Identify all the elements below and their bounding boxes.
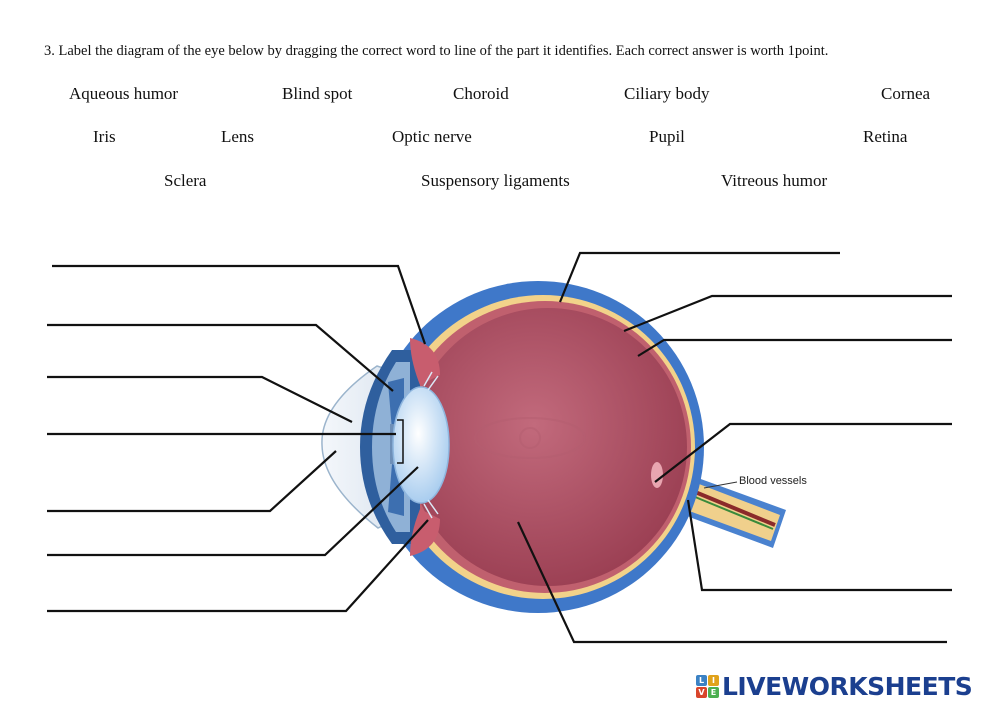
- word-optic-nerve[interactable]: Optic nerve: [392, 127, 472, 146]
- label-line-left-6[interactable]: [47, 466, 419, 557]
- brand-icon: L I V E: [696, 674, 719, 698]
- word-aqueous-humor[interactable]: Aqueous humor: [69, 84, 179, 103]
- vitreous-shape: [409, 308, 687, 586]
- word-cornea[interactable]: Cornea: [881, 84, 931, 103]
- brand-text: LIVEWORKSHEETS: [722, 671, 973, 701]
- word-blind-spot[interactable]: Blind spot: [282, 84, 353, 103]
- label-line-right-1[interactable]: [558, 251, 840, 303]
- word-vitreous-humor[interactable]: Vitreous humor: [721, 171, 828, 190]
- instruction-text: 3. Label the diagram of the eye below by…: [44, 43, 829, 59]
- label-line-left-2[interactable]: [47, 323, 394, 392]
- word-choroid[interactable]: Choroid: [453, 84, 509, 103]
- ciliary-body-shape: [410, 338, 440, 385]
- brand-logo: L I V E LIVEWORKSHEETS: [696, 670, 973, 702]
- label-line-right-6[interactable]: [517, 521, 947, 644]
- label-line-right-3[interactable]: [637, 338, 952, 357]
- word-retina[interactable]: Retina: [863, 127, 908, 146]
- label-line-left-1[interactable]: [52, 264, 427, 345]
- brand-icon-letter: E: [708, 686, 719, 698]
- word-ciliary-body[interactable]: Ciliary body: [624, 84, 710, 103]
- brand-icon-letter: L: [696, 674, 707, 686]
- blood-vessels-label: Blood vessels: [739, 475, 807, 487]
- lens-shape: [392, 386, 450, 504]
- word-lens[interactable]: Lens: [221, 127, 255, 146]
- label-line-left-5[interactable]: [47, 450, 337, 513]
- label-line-right-5[interactable]: [686, 499, 952, 592]
- word-suspensory-ligaments[interactable]: Suspensory ligaments: [421, 171, 570, 190]
- word-sclera[interactable]: Sclera: [164, 171, 207, 190]
- label-line-left-7[interactable]: [47, 519, 429, 613]
- brand-icon-letter: I: [708, 674, 719, 686]
- label-line-left-3[interactable]: [47, 375, 353, 423]
- label-line-right-2[interactable]: [623, 294, 952, 333]
- word-pupil[interactable]: Pupil: [649, 127, 685, 146]
- word-iris[interactable]: Iris: [93, 127, 116, 146]
- blind-spot-shape: [651, 462, 663, 488]
- label-line-right-4[interactable]: [654, 422, 952, 483]
- brand-icon-letter: V: [696, 686, 707, 698]
